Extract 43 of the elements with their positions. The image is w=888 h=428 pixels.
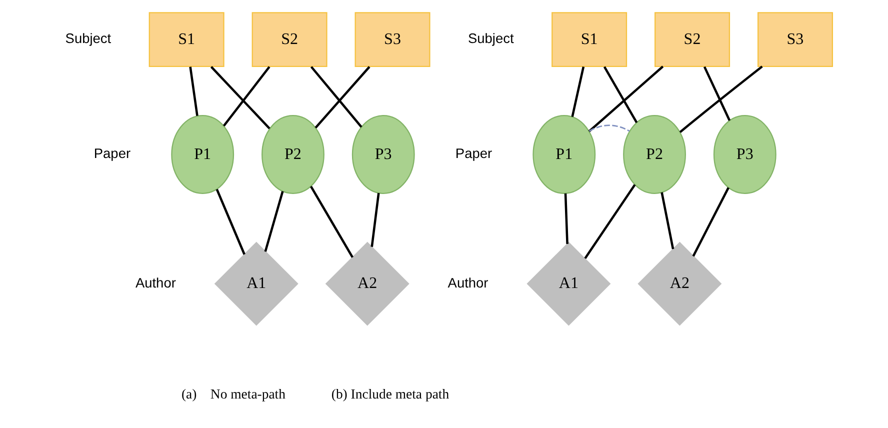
node-box: S2 <box>654 12 730 67</box>
connector <box>216 188 246 255</box>
label: Paper <box>455 146 492 162</box>
node-diamond: A2 <box>638 242 722 326</box>
node-ellipse: P3 <box>713 115 776 194</box>
connector <box>564 193 568 244</box>
node-ellipse: P3 <box>352 115 415 194</box>
connector <box>692 187 730 257</box>
connector <box>588 124 630 132</box>
node-diamond: A1 <box>214 242 298 326</box>
label: (a) No meta-path <box>181 386 286 402</box>
node-box: S2 <box>252 12 328 67</box>
label: (b) Include meta path <box>331 386 450 402</box>
label: Subject <box>65 31 112 46</box>
connector <box>264 191 284 252</box>
connector <box>588 66 664 132</box>
label: Paper <box>94 146 131 162</box>
node-ellipse: P1 <box>532 115 596 194</box>
node-box: S1 <box>148 12 224 67</box>
node-ellipse: P1 <box>171 115 234 194</box>
node-ellipse: P2 <box>262 115 324 194</box>
node-box: S3 <box>354 12 430 67</box>
connector <box>222 66 270 126</box>
node-box: S1 <box>552 12 628 67</box>
connector <box>189 66 198 116</box>
connector <box>679 66 763 133</box>
connector <box>603 66 638 124</box>
connector <box>310 66 362 128</box>
label: Subject <box>468 31 514 46</box>
node-diamond: A2 <box>325 242 410 326</box>
connector <box>571 66 585 117</box>
label: Author <box>448 275 488 290</box>
label: Author <box>135 275 176 290</box>
node-box: S3 <box>757 12 833 67</box>
connector <box>370 192 380 247</box>
connector <box>660 192 674 250</box>
connector <box>703 66 731 121</box>
connector <box>314 66 370 129</box>
connector <box>210 66 270 130</box>
node-diamond: A1 <box>526 242 611 326</box>
node-ellipse: P2 <box>623 115 686 194</box>
connector <box>584 184 636 259</box>
connector <box>310 186 354 258</box>
